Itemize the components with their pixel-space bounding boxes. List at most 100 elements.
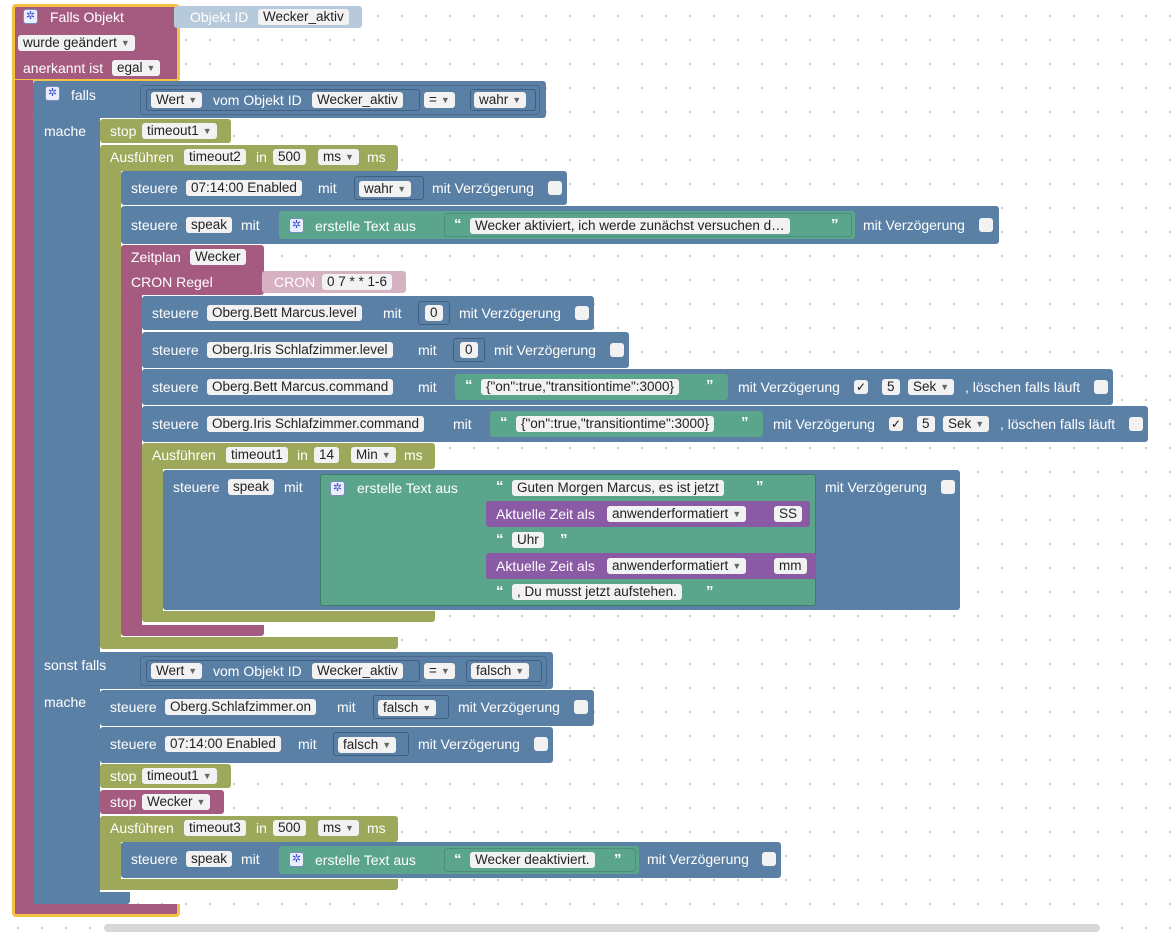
- event-block-spine: [12, 80, 33, 914]
- schedule-name[interactable]: Wecker: [190, 249, 246, 265]
- value-dropdown[interactable]: Wert▼: [151, 663, 203, 679]
- then-label: mache: [44, 123, 87, 139]
- delay-value[interactable]: 5: [917, 416, 935, 432]
- delay-checkbox[interactable]: [762, 852, 776, 866]
- timeout-dropdown[interactable]: timeout1▼: [142, 123, 217, 139]
- exec-timeout-name[interactable]: timeout3: [184, 820, 246, 836]
- number-value[interactable]: 0: [460, 342, 478, 358]
- format-pattern[interactable]: SS: [774, 506, 803, 522]
- close-quote-icon: ”: [560, 531, 568, 548]
- text-value[interactable]: {"on":true,"transitiontime":3000}: [516, 416, 715, 432]
- elseif-label: sonst falls: [44, 657, 107, 673]
- delay-label: mit Verzögerung: [773, 416, 875, 432]
- gear-icon[interactable]: ✲: [23, 9, 38, 24]
- control-object[interactable]: Oberg.Bett Marcus.level: [207, 305, 362, 321]
- delay-checkbox[interactable]: ✓: [854, 380, 868, 394]
- control-object[interactable]: speak: [228, 479, 275, 495]
- clear-running-checkbox[interactable]: [1094, 380, 1108, 394]
- with-label: mit: [337, 699, 356, 715]
- control-object[interactable]: Oberg.Iris Schlafzimmer.level: [207, 342, 393, 358]
- value-dropdown[interactable]: Wert▼: [151, 92, 203, 108]
- time-format-dropdown[interactable]: anwenderformatiert▼: [607, 506, 747, 522]
- gear-icon[interactable]: ✲: [45, 86, 60, 101]
- from-object-label: vom Objekt ID: [213, 92, 302, 108]
- text-value[interactable]: Wecker deaktiviert.: [470, 852, 595, 868]
- delay-checkbox[interactable]: [574, 700, 588, 714]
- object-id-value[interactable]: Wecker_aktiv: [258, 9, 349, 25]
- number-block-outline: [453, 338, 485, 362]
- object-id-field[interactable]: Wecker_aktiv: [312, 92, 403, 108]
- operator-dropdown[interactable]: =▼: [424, 92, 455, 108]
- exec-unit-dropdown[interactable]: ms▼: [318, 149, 359, 165]
- exec-label: Ausführen: [152, 447, 216, 463]
- object-id-field[interactable]: Wecker_aktiv: [312, 663, 403, 679]
- bool-dropdown[interactable]: falsch▼: [338, 737, 397, 753]
- chevron-down-icon: ▼: [345, 152, 354, 162]
- text-value[interactable]: Guten Morgen Marcus, es ist jetzt: [512, 480, 724, 496]
- exec-timeout-name[interactable]: timeout2: [184, 149, 246, 165]
- control-object[interactable]: Oberg.Bett Marcus.command: [207, 379, 394, 395]
- control-object[interactable]: 07:14:00 Enabled: [186, 180, 302, 196]
- clear-running-checkbox[interactable]: [1129, 417, 1143, 431]
- text-value[interactable]: Wecker aktiviert, ich werde zunächst ver…: [470, 218, 790, 234]
- delay-unit-dropdown[interactable]: Sek▼: [908, 379, 955, 395]
- gear-icon[interactable]: ✲: [289, 218, 304, 233]
- bool-dropdown[interactable]: wahr▼: [474, 92, 527, 108]
- timeout-dropdown[interactable]: timeout1▼: [142, 768, 217, 784]
- exec-unit-dropdown[interactable]: ms▼: [318, 820, 359, 836]
- text-value[interactable]: , Du musst jetzt aufstehen.: [512, 584, 682, 600]
- bool-dropdown[interactable]: wahr▼: [359, 181, 412, 197]
- horizontal-scrollbar[interactable]: [104, 924, 1100, 932]
- current-time-label: Aktuelle Zeit als: [496, 506, 595, 522]
- trigger-dropdown[interactable]: wurde geändert▼: [18, 35, 135, 51]
- bool-value: wahr: [479, 92, 509, 107]
- delay-checkbox[interactable]: [610, 343, 624, 357]
- if-block-spine: [33, 116, 100, 904]
- text-value[interactable]: Uhr: [512, 532, 544, 548]
- exec-block-footer: [100, 637, 398, 649]
- exec-timeout-name[interactable]: timeout1: [226, 447, 288, 463]
- number-value[interactable]: 0: [425, 305, 443, 321]
- control-label: steuere: [152, 342, 199, 358]
- delay-checkbox[interactable]: [575, 306, 589, 320]
- gear-icon[interactable]: ✲: [289, 852, 304, 867]
- delay-unit-dropdown[interactable]: Sek▼: [943, 416, 990, 432]
- text-value[interactable]: {"on":true,"transitiontime":3000}: [481, 379, 680, 395]
- value-label: Wert: [156, 663, 185, 678]
- ack-dropdown[interactable]: egal▼: [112, 60, 161, 76]
- stop-label: stop: [110, 794, 137, 810]
- delay-checkbox[interactable]: ✓: [889, 417, 903, 431]
- delay-unit: Sek: [913, 379, 937, 394]
- chevron-down-icon: ▼: [188, 666, 198, 676]
- delay-checkbox[interactable]: [979, 218, 993, 232]
- delay-checkbox[interactable]: [548, 181, 562, 195]
- time-format-dropdown[interactable]: anwenderformatiert▼: [607, 558, 747, 574]
- ack-value: egal: [117, 60, 143, 75]
- bool-block-outline: [470, 89, 536, 111]
- delay-checkbox[interactable]: [534, 737, 548, 751]
- time-format: anwenderformatiert: [612, 558, 729, 573]
- control-object[interactable]: 07:14:00 Enabled: [165, 736, 281, 752]
- exec-delay-value[interactable]: 500: [273, 149, 306, 165]
- control-object[interactable]: speak: [186, 851, 233, 867]
- format-pattern[interactable]: mm: [774, 558, 807, 574]
- control-object[interactable]: Oberg.Iris Schlafzimmer.command: [207, 416, 425, 432]
- bool-value: wahr: [364, 181, 394, 196]
- delay-unit: Sek: [948, 416, 972, 431]
- delay-value[interactable]: 5: [882, 379, 900, 395]
- exec-unit-dropdown[interactable]: Min▼: [351, 447, 396, 463]
- control-object[interactable]: speak: [186, 217, 233, 233]
- chevron-down-icon: ▼: [188, 95, 198, 105]
- delay-checkbox[interactable]: [941, 480, 955, 494]
- exec-delay-value[interactable]: 14: [314, 447, 340, 463]
- control-object[interactable]: Oberg.Schlafzimmer.on: [165, 699, 317, 715]
- chevron-down-icon: ▼: [440, 95, 450, 105]
- exec-delay-value[interactable]: 500: [273, 820, 306, 836]
- bool-dropdown[interactable]: falsch▼: [378, 700, 437, 716]
- chevron-down-icon: ▼: [515, 666, 525, 676]
- bool-dropdown[interactable]: falsch▼: [471, 663, 530, 679]
- gear-icon[interactable]: ✲: [330, 481, 345, 496]
- schedule-dropdown[interactable]: Wecker▼: [142, 794, 211, 810]
- cron-expression[interactable]: 0 7 * * 1-6: [322, 274, 393, 290]
- operator-dropdown[interactable]: =▼: [424, 663, 455, 679]
